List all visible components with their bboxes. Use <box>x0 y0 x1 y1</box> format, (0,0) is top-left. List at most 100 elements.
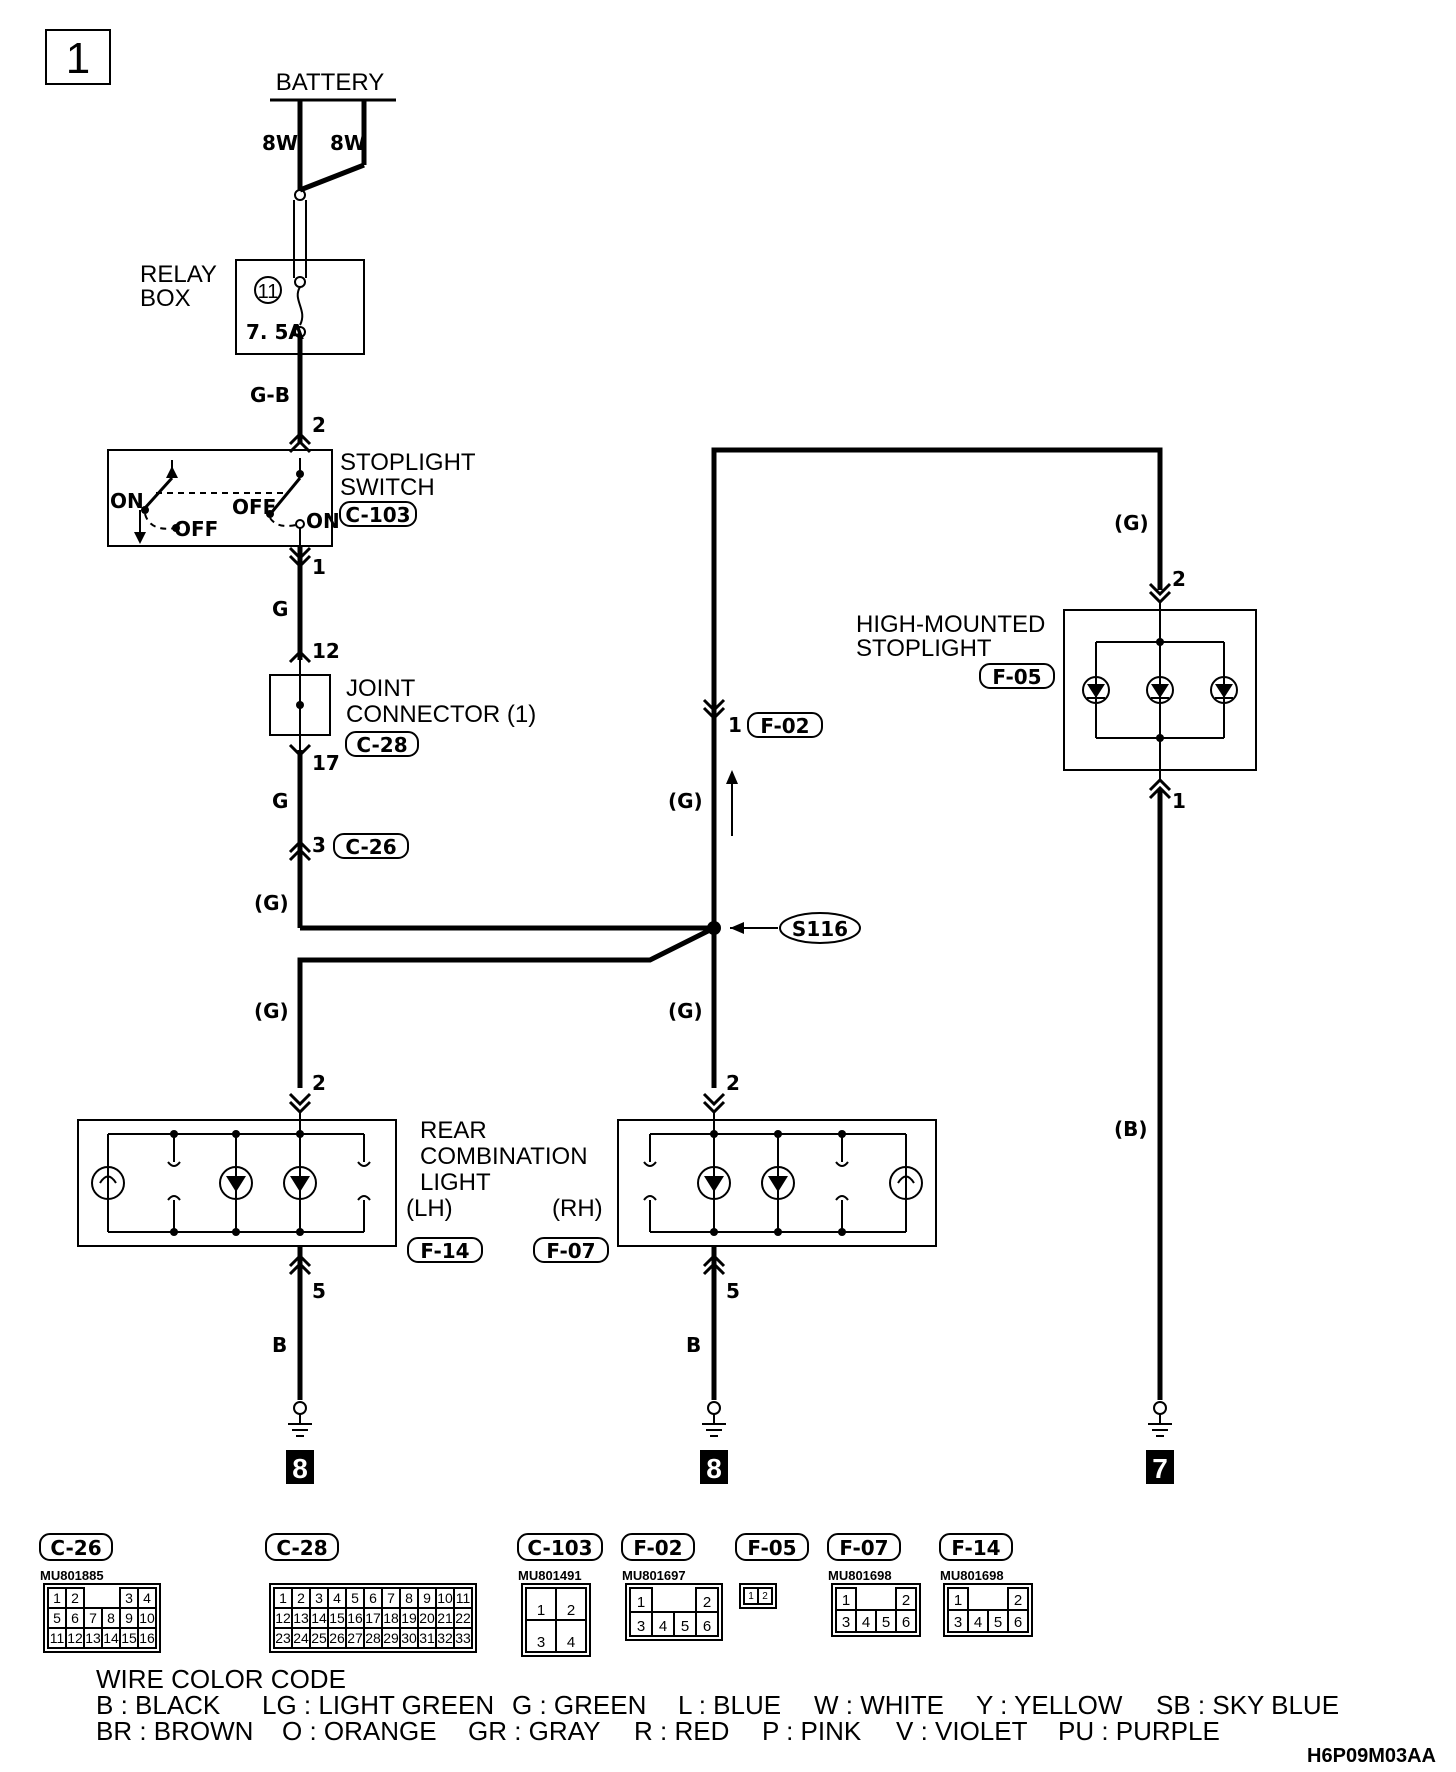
connector-pin: 12 <box>67 1630 83 1646</box>
connector-pin: 10 <box>437 1590 453 1606</box>
wire-gb: G-B <box>250 383 290 407</box>
connector-pin: 33 <box>455 1630 471 1646</box>
connector-view-id: C-28 <box>276 1536 327 1560</box>
connector-pin: 15 <box>329 1610 345 1626</box>
connector-pin: 9 <box>423 1590 431 1606</box>
rear-combination-light-rh <box>617 1110 937 1247</box>
wire-b-right: (B) <box>1114 1117 1148 1141</box>
connector-pin: 1 <box>748 1591 754 1602</box>
connector-pin: 2 <box>902 1592 910 1609</box>
connector-pin: 27 <box>347 1630 363 1646</box>
f02-pin: 1 <box>728 713 742 737</box>
connector-pin: 5 <box>351 1590 359 1606</box>
connector-pin: 23 <box>275 1630 291 1646</box>
connector-view-id: C-26 <box>50 1536 101 1560</box>
rear-label-3: LIGHT <box>420 1169 491 1196</box>
rear-rh-wire: (G) <box>668 999 703 1023</box>
connector-pin: 5 <box>53 1610 61 1626</box>
connector-pin: 16 <box>139 1630 155 1646</box>
f02-connector: F-02 <box>760 714 809 738</box>
rear-rh-side: (RH) <box>552 1195 603 1222</box>
connector-pin: 7 <box>89 1610 97 1626</box>
connector-pin: 8 <box>107 1610 115 1626</box>
relay-box-label-1: RELAY <box>140 261 217 288</box>
connector-pin: 14 <box>311 1610 327 1626</box>
connector-pin: 2 <box>762 1591 768 1602</box>
wire-color-code: WIRE COLOR CODE B : BLACK LG : LIGHT GRE… <box>96 1664 1339 1746</box>
rear-lh-pin-bottom: 5 <box>312 1279 326 1303</box>
connector-view-id: F-14 <box>951 1536 1000 1560</box>
connector-pin: 25 <box>311 1630 327 1646</box>
wire-color-w: W : WHITE <box>814 1690 944 1720</box>
connector-pin: 6 <box>71 1610 79 1626</box>
branch-top-right-wire: (G) <box>1114 511 1149 535</box>
rear-label-2: COMBINATION <box>420 1143 588 1170</box>
stoplight-switch-label-2: SWITCH <box>340 474 435 501</box>
connector-pin: 16 <box>347 1610 363 1626</box>
connector-pin: 7 <box>387 1590 395 1606</box>
state-on-left: ON <box>110 489 144 513</box>
connector-pin: 4 <box>143 1590 151 1606</box>
connector-pin: 20 <box>419 1610 435 1626</box>
connector-pin: 31 <box>419 1630 435 1646</box>
connector-pin: 5 <box>994 1614 1002 1631</box>
connector-pin: 6 <box>369 1590 377 1606</box>
page-number: 1 <box>66 34 90 83</box>
stoplight-switch-connector: C-103 <box>345 503 410 527</box>
rear-rh-pin-bottom: 5 <box>726 1279 740 1303</box>
hms-led-2 <box>1146 676 1174 704</box>
connector-view-part: MU801698 <box>940 1568 1004 1583</box>
connector-view-part: MU801885 <box>40 1568 104 1583</box>
hms-pin-top: 2 <box>1172 567 1186 591</box>
state-off-left: OFF <box>174 517 218 541</box>
rear-rh-ground-wire: B <box>686 1333 701 1357</box>
connector-pin: 19 <box>401 1610 417 1626</box>
connector-pin: 17 <box>365 1610 381 1626</box>
connector-pin: 3 <box>315 1590 323 1606</box>
relay-box: RELAY BOX 11 7. 5A <box>140 259 365 355</box>
switch-pin-top: 2 <box>312 413 326 437</box>
connector-pin: 6 <box>703 1618 711 1635</box>
connector-arrow-f02 <box>702 698 726 721</box>
connector-pin: 1 <box>537 1602 545 1619</box>
state-on-right: ON <box>306 509 340 533</box>
connector-pin: 2 <box>567 1602 575 1619</box>
connector-pin: 18 <box>383 1610 399 1626</box>
connector-pin: 21 <box>437 1610 453 1626</box>
connector-pin: 13 <box>85 1630 101 1646</box>
rear-combination-light-lh <box>77 1110 397 1247</box>
connector-pin: 4 <box>974 1614 982 1631</box>
connector-pin: 4 <box>659 1618 667 1635</box>
connector-pin: 3 <box>954 1614 962 1631</box>
connector-pin: 1 <box>279 1590 287 1606</box>
connector-pin: 2 <box>703 1594 711 1611</box>
connector-pin: 22 <box>455 1610 471 1626</box>
fuse-number: 11 <box>258 281 279 303</box>
connector-pin: 32 <box>437 1630 453 1646</box>
hms-label-2: STOPLIGHT <box>856 635 992 662</box>
connector-pin: 15 <box>121 1630 137 1646</box>
hms-pin-bottom: 1 <box>1172 789 1186 813</box>
figure-code: H6P09M03AA <box>1307 1745 1436 1767</box>
ground-rh: 8 <box>700 1401 728 1484</box>
c26-connector: C-26 <box>345 835 396 859</box>
connector-view-part: MU801698 <box>828 1568 892 1583</box>
hms-led-3 <box>1210 676 1238 704</box>
connector-pin: 12 <box>275 1610 291 1626</box>
connector-pin: 28 <box>365 1630 381 1646</box>
rear-rh-connector: F-07 <box>546 1239 595 1263</box>
rear-lh-side: (LH) <box>406 1195 453 1222</box>
rear-label-1: REAR <box>420 1117 487 1144</box>
connector-arrow-c26 <box>288 839 312 862</box>
branch-up-wire: (G) <box>668 789 703 813</box>
wire-color-o: O : ORANGE <box>282 1716 437 1746</box>
page-number-box: 1 <box>45 29 111 85</box>
connector-view-id: F-05 <box>747 1536 796 1560</box>
connector-arrow-switch-top <box>288 431 312 454</box>
connector-pin: 26 <box>329 1630 345 1646</box>
